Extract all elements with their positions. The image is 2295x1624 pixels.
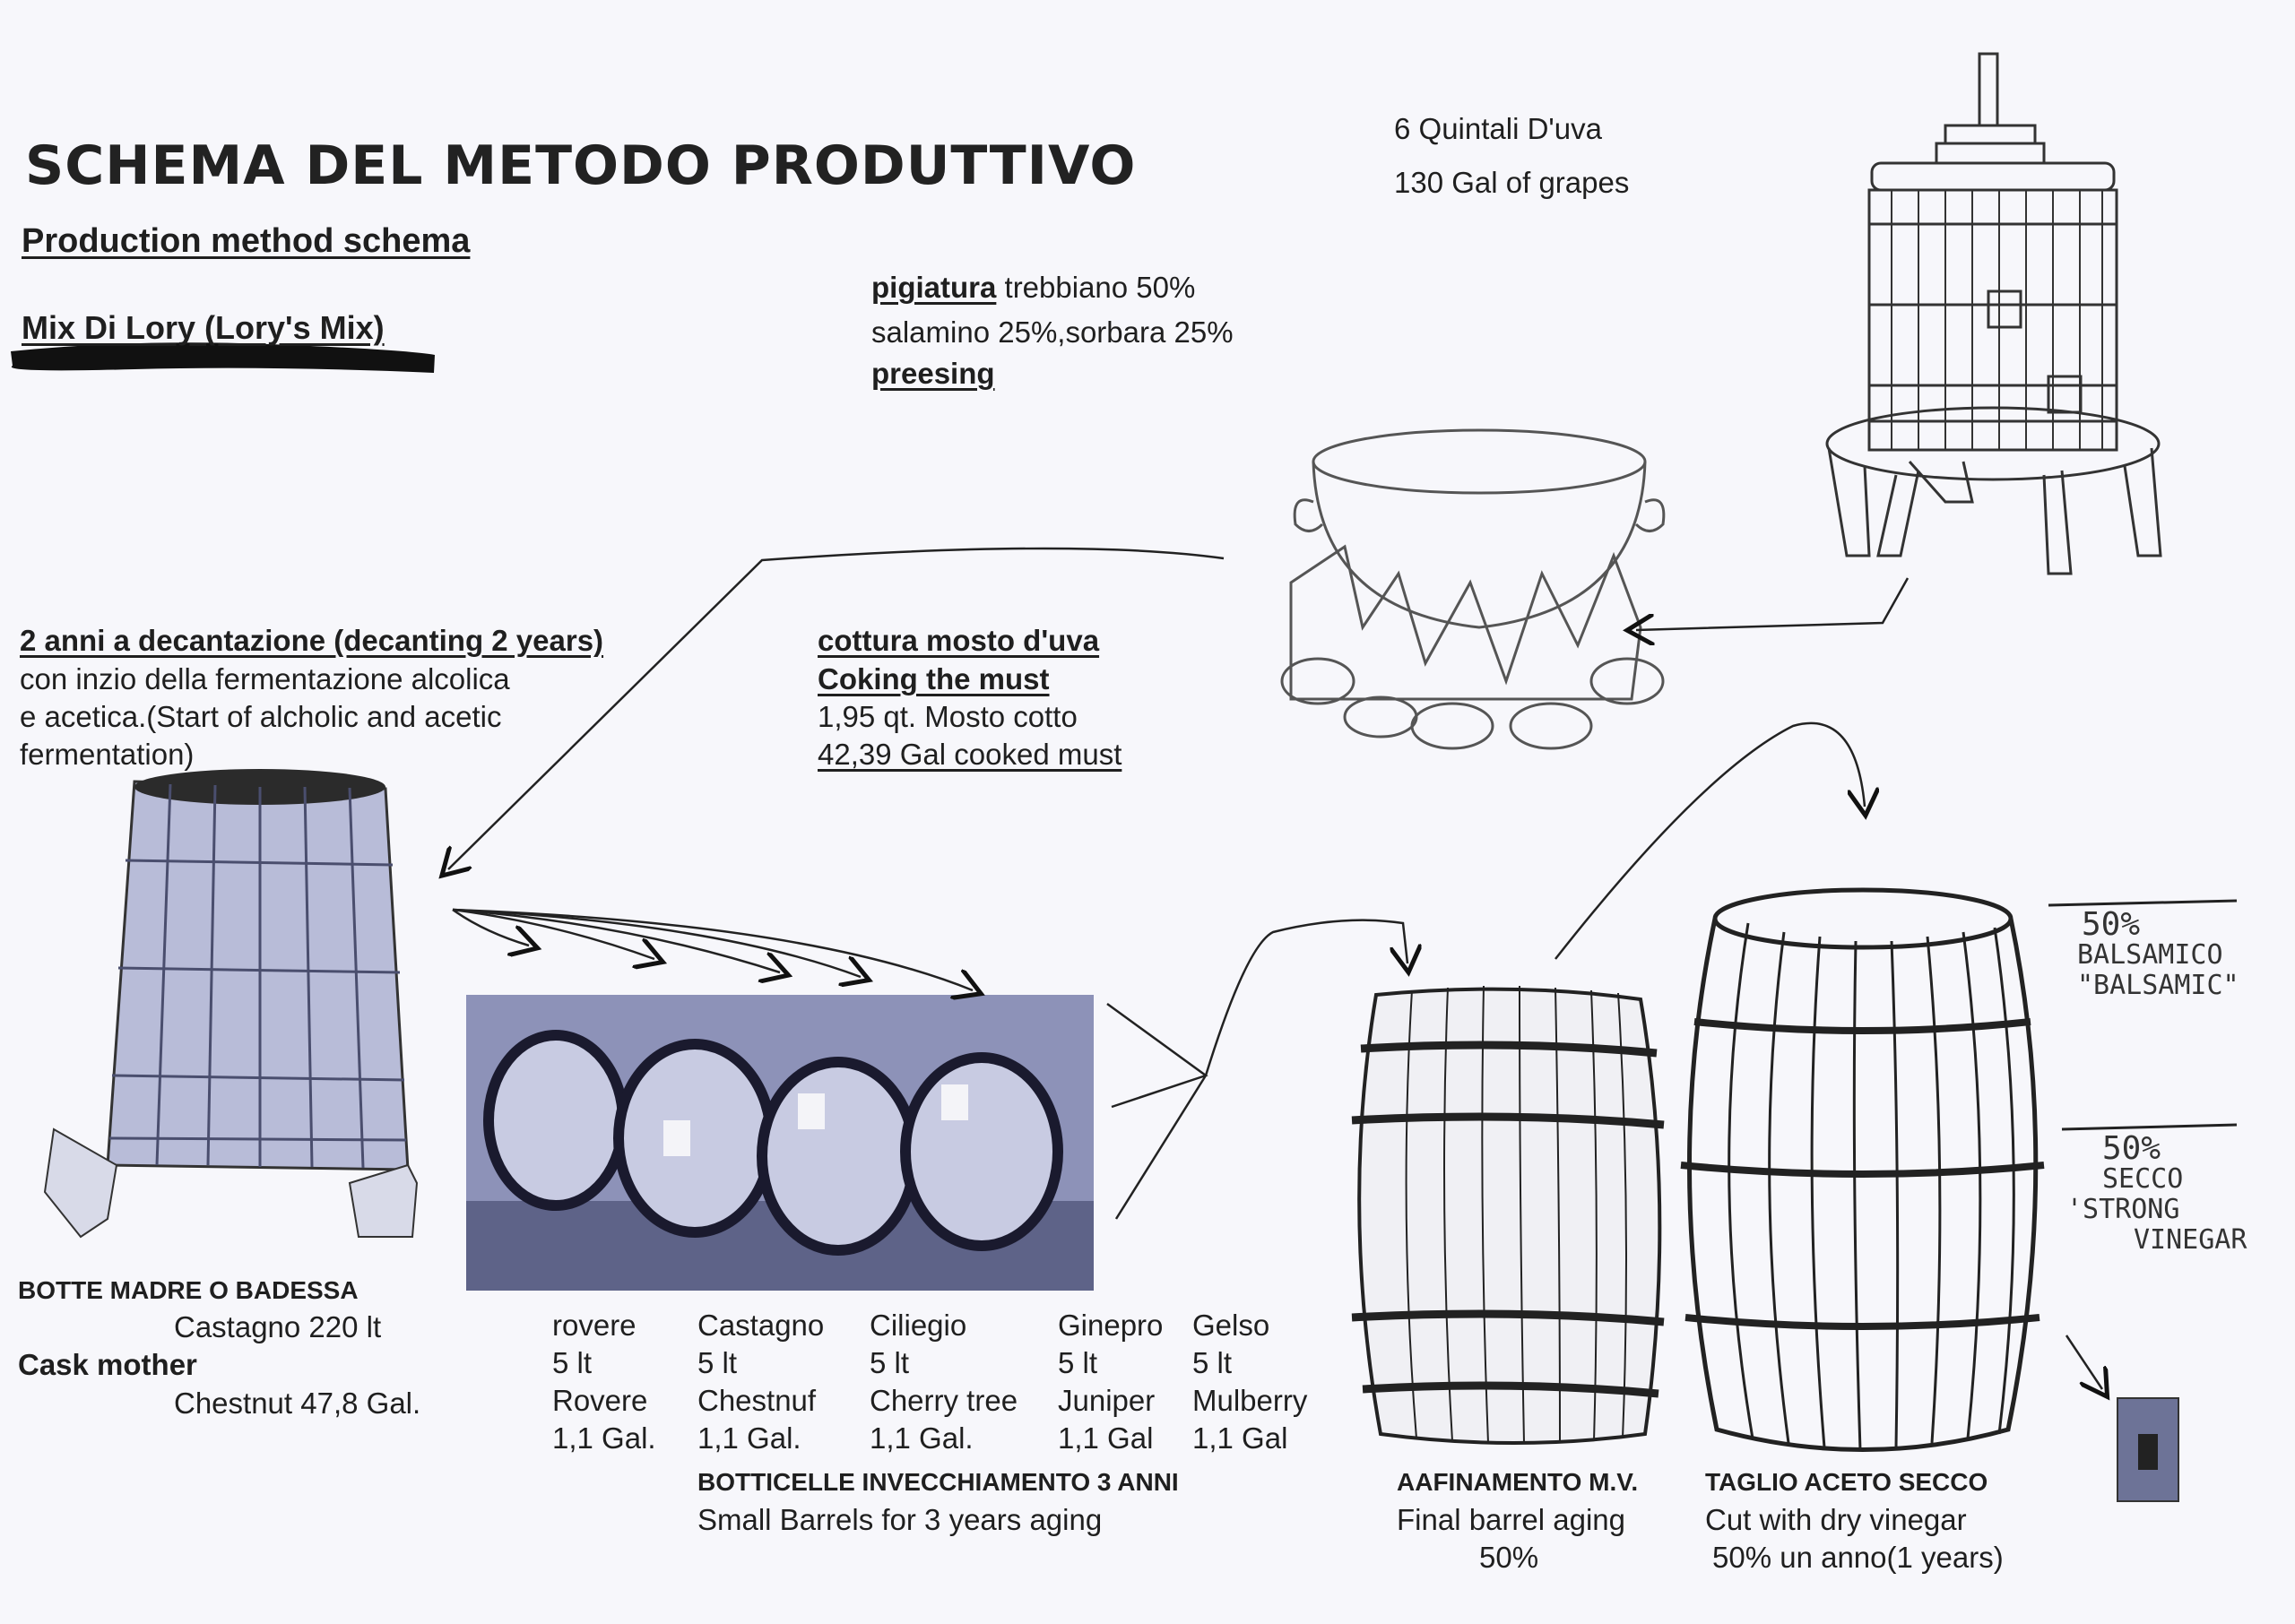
barrel-wood: Ginepro	[1058, 1309, 1164, 1342]
barrel-wood: Gelso	[1192, 1309, 1270, 1342]
marker-underline	[11, 342, 435, 373]
arrow-final-to-large	[1555, 721, 1865, 960]
arrow-cask-to-barrel-3	[452, 908, 780, 972]
mix-label: Mix Di Lory (Lory's Mix)	[22, 309, 385, 346]
final-barrel-icon	[1351, 985, 1665, 1445]
barrel-gallons: 1,1 Gal.	[552, 1421, 656, 1455]
barrel-gallons: 1,1 Gal.	[870, 1421, 974, 1455]
barrel-gallons: 1,1 Gal	[1058, 1421, 1154, 1455]
cooking-heading-1: cottura mosto d'uva	[818, 624, 1100, 657]
barrel-english: Juniper	[1058, 1384, 1156, 1417]
barrel-column-ciliegio: Ciliegio 5 lt Cherry tree 1,1 Gal.	[870, 1307, 1018, 1457]
barrel-column-ginepro: Ginepro 5 lt Juniper 1,1 Gal	[1058, 1307, 1163, 1457]
cut-line-2: Cut with dry vinegar	[1705, 1503, 1967, 1536]
decanting-line-1: con inzio della fermentazione alcolica	[20, 662, 510, 695]
arrow-cask-to-barrel-2	[452, 908, 654, 959]
cut-line-1: TAGLIO ACETO SECCO	[1705, 1468, 1988, 1496]
barrel-size: 5 lt	[697, 1346, 738, 1379]
grapes-quantity: 6 Quintali D'uva	[1394, 112, 1602, 145]
mother-cask-line-4: Chestnut 47,8 Gal.	[174, 1386, 421, 1420]
decanting-line-3: fermentation)	[20, 738, 195, 771]
arrow-barrels-to-final	[1204, 919, 1407, 1076]
cooking-line-2: 42,39 Gal cooked must	[818, 738, 1122, 771]
decanting-heading: 2 anni a decantazione (decanting 2 years…	[20, 624, 604, 657]
barrel-english: Mulberry	[1192, 1384, 1308, 1417]
barrel-size: 5 lt	[1058, 1346, 1098, 1379]
mother-cask-line-3: Cask mother	[18, 1348, 197, 1381]
arrow-cask-to-barrel-5	[452, 908, 973, 990]
barrel-english: Cherry tree	[870, 1384, 1018, 1417]
wine-press-icon	[1825, 52, 2162, 575]
dry-percent: 50%	[2102, 1130, 2161, 1167]
cut-line-3: 50% un anno(1 years)	[1712, 1541, 2004, 1574]
arrow-press-to-pot	[1636, 577, 1910, 630]
cooking-pot-icon	[1280, 428, 1666, 750]
barrel-column-gelso: Gelso 5 lt Mulberry 1,1 Gal	[1192, 1307, 1307, 1457]
final-aging-line-3: 50%	[1479, 1541, 1539, 1574]
decanting-line-2: e acetica.(Start of alcholic and acetic	[20, 700, 502, 733]
dry-english-1: 'STRONG	[2066, 1194, 2180, 1225]
dry-english-2: VINEGAR	[2134, 1224, 2247, 1256]
balsamic-note: 50% BALSAMICO "BALSAMIC"	[2073, 906, 2239, 1001]
arrow-pot-to-cask	[448, 547, 1225, 869]
barrel-gallons: 1,1 Gal.	[697, 1421, 801, 1455]
dry-note: 50% SECCO 'STRONG VINEGAR	[2066, 1130, 2247, 1256]
pressing-word: pigiatura	[871, 271, 997, 304]
page-subtitle: Production method schema	[22, 222, 471, 260]
small-barrels-caption-2: Small Barrels for 3 years aging	[697, 1503, 1103, 1536]
balsamic-word: BALSAMICO	[2077, 939, 2223, 971]
barrel-column-castagno: Castagno 5 lt Chestnuf 1,1 Gal.	[697, 1307, 824, 1457]
barrel-size: 5 lt	[552, 1346, 593, 1379]
dry-rule	[2061, 1123, 2238, 1131]
cooking-heading-2: Coking the must	[818, 662, 1050, 695]
dry-word: SECCO	[2102, 1163, 2184, 1195]
barrel-wood: Ciliegio	[870, 1309, 967, 1342]
balsamic-percent: 50%	[2082, 906, 2141, 943]
small-barrels-caption-1: BOTTICELLE INVECCHIAMENTO 3 ANNI	[697, 1468, 1179, 1496]
barrel-wood: rovere	[552, 1309, 637, 1342]
arrow-to-bottle	[2065, 1335, 2102, 1389]
barrel-english: Chestnuf	[697, 1384, 817, 1417]
balsamic-english: "BALSAMIC"	[2077, 970, 2239, 1001]
final-aging-line-1: AAFINAMENTO M.V.	[1397, 1468, 1639, 1496]
barrel-english: Rovere	[552, 1384, 648, 1417]
balsamic-rule	[2048, 899, 2238, 907]
mother-cask-line-2: Castagno 220 lt	[174, 1310, 382, 1343]
mother-cask-line-1: BOTTE MADRE O BADESSA	[18, 1276, 359, 1304]
barrel-size: 5 lt	[1192, 1346, 1233, 1379]
grapes-gallons: 130 Gal of grapes	[1394, 166, 1630, 199]
arrow-cask-to-barrel-1	[452, 908, 529, 946]
page-title: SCHEMA DEL METODO PRODUTTIVO	[25, 134, 1137, 197]
arrow-cask-to-barrel-4	[452, 908, 861, 977]
mother-cask-icon	[43, 769, 419, 1239]
cooking-line-1: 1,95 qt. Mosto cotto	[818, 700, 1078, 733]
barrel-column-rovere: rovere 5 lt Rovere 1,1 Gal.	[552, 1307, 656, 1457]
final-aging-line-2: Final barrel aging	[1397, 1503, 1625, 1536]
pressing-blend: trebbiano 50%	[996, 271, 1196, 304]
large-barrel-icon	[1680, 887, 2045, 1452]
barrel-wood: Castagno	[697, 1309, 825, 1342]
pressing-line-2: salamino 25%,sorbara 25%	[871, 315, 1234, 349]
barrel-gallons: 1,1 Gal	[1192, 1421, 1288, 1455]
pressing-line-3: preesing	[871, 357, 995, 390]
barrel-size: 5 lt	[870, 1346, 910, 1379]
small-barrels-photo	[466, 995, 1094, 1291]
pressing-line-1: pigiatura trebbiano 50%	[871, 269, 1195, 307]
